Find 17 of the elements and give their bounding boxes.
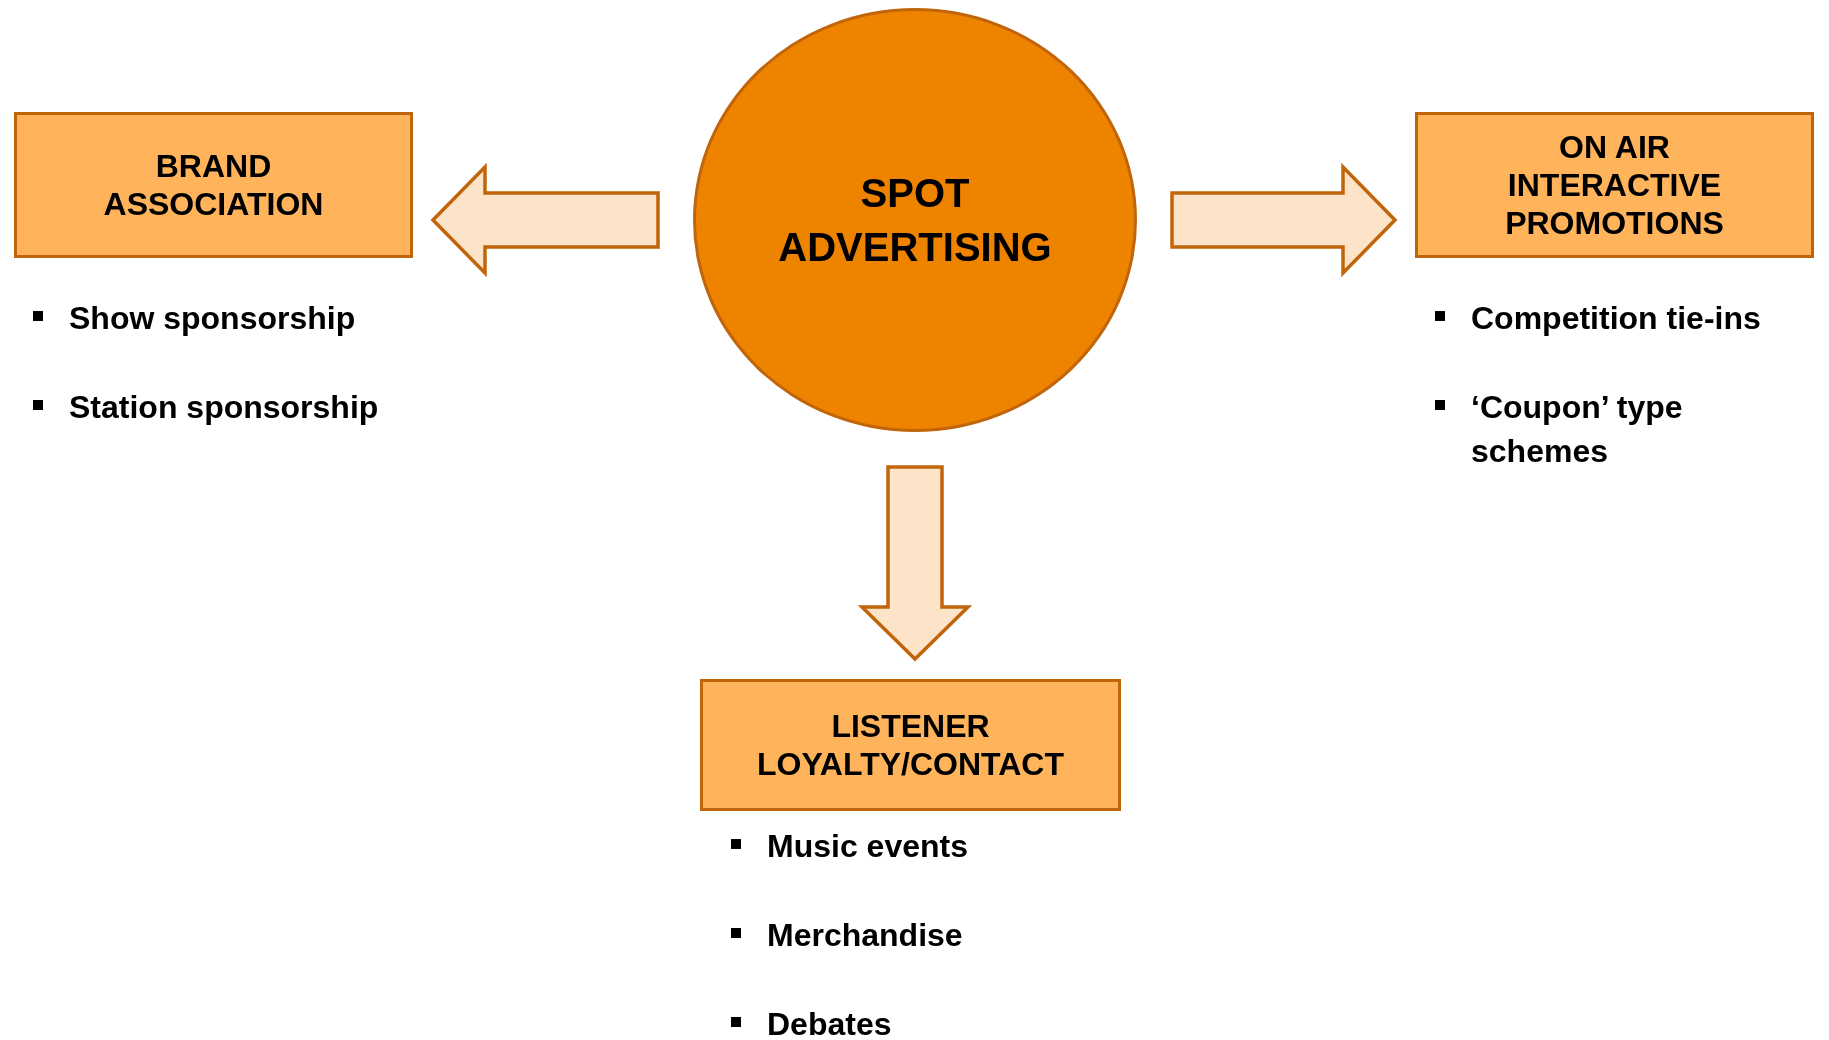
category-box	[14, 112, 413, 258]
bullet-text: Show sponsorship	[69, 299, 356, 338]
category-box	[700, 679, 1121, 811]
box-title: BRAND ASSOCIATION	[102, 147, 325, 223]
bullet-text: Competition tie-ins	[1471, 299, 1761, 338]
bullet-text: Music events	[767, 827, 968, 866]
block-arrow	[1170, 162, 1398, 278]
category-box	[1415, 112, 1814, 258]
circle-title: SPOT ADVERTISING	[777, 170, 1053, 271]
box-title: ON AIR INTERACTIVE PROMOTIONS	[1504, 128, 1725, 242]
block-arrow	[857, 465, 973, 662]
block-arrow	[430, 162, 660, 278]
bullet-text: ‘Coupon’ type schemes	[1471, 388, 1684, 471]
bullet-text: Debates	[767, 1005, 892, 1040]
bullet-text: Merchandise	[767, 916, 963, 955]
bullet-text: Station sponsorship	[69, 388, 379, 427]
box-title: LISTENER LOYALTY/CONTACT	[756, 707, 1065, 783]
